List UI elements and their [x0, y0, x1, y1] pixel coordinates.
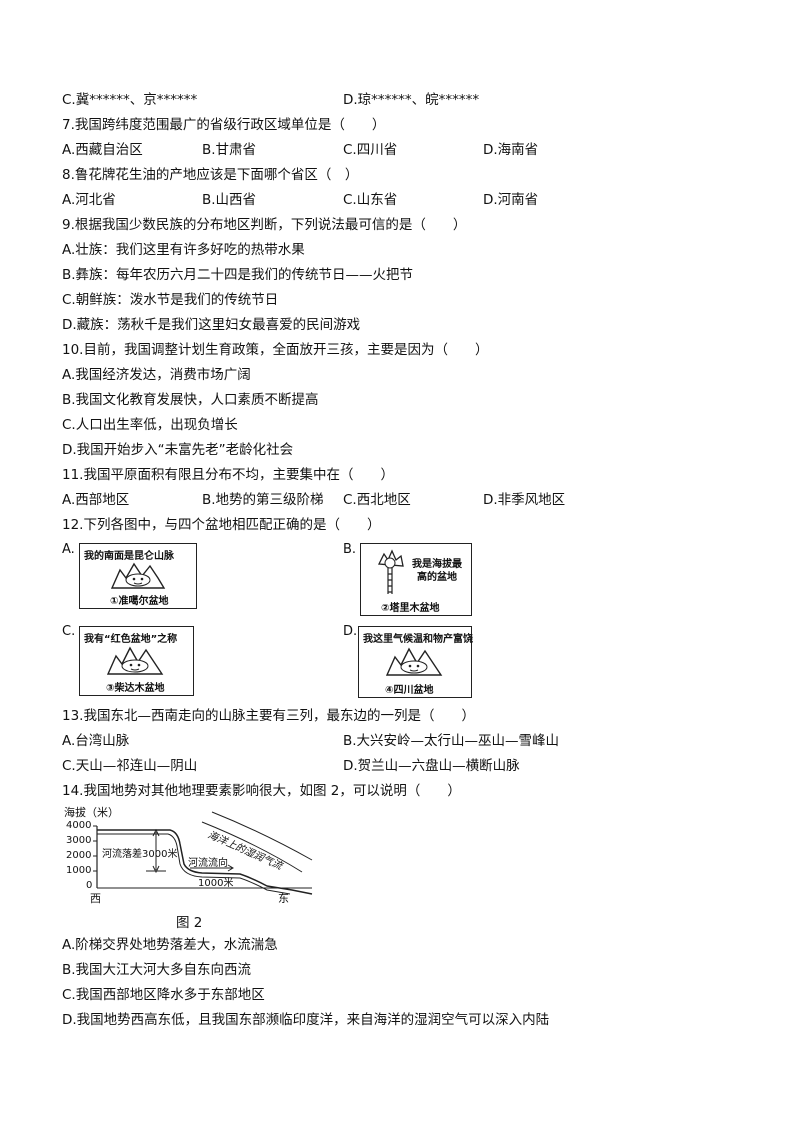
- ytick-2000: 2000: [66, 850, 92, 861]
- q12-pic-a: 我的南面是昆仑山脉 ①准噶尔盆地: [79, 543, 197, 609]
- q11-option-d: D.非季风地区: [483, 492, 566, 508]
- q13-option-b: B.大兴安岭—太行山—巫山—雪峰山: [343, 733, 560, 749]
- q14-stem: 14.我国地势对其他地理要素影响很大，如图 2，可以说明（ ）: [62, 783, 461, 799]
- terrain-profile-svg: [93, 811, 313, 895]
- q6-option-c: C.冀******、京******: [62, 92, 198, 108]
- ytick-0: 0: [86, 880, 93, 891]
- q13-option-c: C.天山—祁连山—阴山: [62, 758, 198, 774]
- q12-pic-a-letter: A.: [62, 542, 75, 557]
- q14-option-b: B.我国大江大河大多自东向西流: [62, 962, 252, 978]
- q9-option-a: A.壮族：我们这里有许多好吃的热带水果: [62, 242, 305, 258]
- ytick-1000: 1000: [66, 865, 92, 876]
- q14-option-a: A.阶梯交界处地势落差大，水流湍急: [62, 937, 278, 953]
- q7-option-d: D.海南省: [483, 142, 539, 158]
- q10-option-a: A.我国经济发达，消费市场广阔: [62, 367, 251, 383]
- q9-option-c: C.朝鲜族：泼水节是我们的传统节日: [62, 292, 279, 308]
- q12-stem: 12.下列各图中，与四个盆地相匹配正确的是（ ）: [62, 517, 381, 533]
- q10-option-b: B.我国文化教育发展快，人口素质不断提高: [62, 392, 319, 408]
- basin-illustration-icon: [385, 647, 443, 676]
- q11-option-b: B.地势的第三级阶梯: [202, 492, 324, 508]
- east-label: 东: [278, 892, 289, 905]
- basin-illustration-icon: [110, 562, 166, 589]
- q12-pic-c-basin-name: ③柴达木盆地: [106, 683, 165, 694]
- q14-option-d: D.我国地势西高东低，且我国东部濒临印度洋，来自海洋的湿润空气可以深入内陆: [62, 1012, 550, 1028]
- q12-pic-d-basin-name: ④四川盆地: [385, 685, 434, 696]
- q11-option-c: C.西北地区: [343, 492, 411, 508]
- q8-option-c: C.山东省: [343, 192, 398, 208]
- q8-option-d: D.河南省: [483, 192, 539, 208]
- tree-basin-icon: [377, 549, 404, 594]
- q12-pic-d-caption-top: 我这里气候温和物产富饶: [363, 634, 473, 645]
- q7-option-c: C.四川省: [343, 142, 398, 158]
- west-label: 西: [90, 892, 101, 905]
- ytick-4000: 4000: [66, 820, 92, 831]
- q13-option-d: D.贺兰山—六盘山—横断山脉: [343, 758, 520, 774]
- q6-option-d: D.琼******、皖******: [343, 92, 480, 108]
- q12-pic-b-letter: B.: [343, 542, 357, 557]
- q8-option-b: B.山西省: [202, 192, 257, 208]
- q12-pic-c: 我有“红色盆地”之称 ③柴达木盆地: [79, 626, 194, 696]
- q11-option-a: A.西部地区: [62, 492, 130, 508]
- q13-stem: 13.我国东北—西南走向的山脉主要有三列，最东边的一列是（ ）: [62, 708, 475, 724]
- q10-option-c: C.人口出生率低，出现负增长: [62, 417, 238, 433]
- q10-option-d: D.我国开始步入“未富先老”老龄化社会: [62, 442, 294, 458]
- q8-option-a: A.河北省: [62, 192, 116, 208]
- q13-option-a: A.台湾山脉: [62, 733, 130, 749]
- q7-option-b: B.甘肃省: [202, 142, 257, 158]
- q10-stem: 10.目前，我国调整计划生育政策，全面放开三孩，主要是因为（ ）: [62, 342, 489, 358]
- q11-stem: 11.我国平原面积有限且分布不均，主要集中在（ ）: [62, 467, 394, 483]
- river-drop-label: 河流落差3000米: [102, 849, 178, 860]
- elevation-1000-label: 1000米: [198, 878, 234, 889]
- q8-stem: 8.鲁花牌花生油的产地应该是下面哪个省区（ ）: [62, 167, 359, 183]
- q12-pic-a-caption-top: 我的南面是昆仑山脉: [84, 551, 174, 562]
- q12-pic-c-caption-top: 我有“红色盆地”之称: [84, 634, 178, 645]
- flow-direction-label: 河流流向: [188, 858, 228, 869]
- q12-pic-b-side-text: 我是海拔最高的盆地: [412, 559, 462, 583]
- q7-option-a: A.西藏自治区: [62, 142, 143, 158]
- ytick-3000: 3000: [66, 835, 92, 846]
- basin-illustration-icon: [106, 646, 164, 675]
- q12-pic-c-letter: C.: [62, 624, 76, 639]
- q12-pic-b: 我是海拔最高的盆地 ②塔里木盆地: [360, 543, 472, 616]
- q12-pic-a-basin-name: ①准噶尔盆地: [110, 596, 169, 607]
- terrain-profile-figure: 海拔（米） 4000 3000 2000 1000 0 河流落差3000米 河流…: [62, 802, 322, 905]
- q7-stem: 7.我国跨纬度范围最广的省级行政区域单位是（ ）: [62, 117, 386, 133]
- q14-option-c: C.我国西部地区降水多于东部地区: [62, 987, 265, 1003]
- q9-stem: 9.根据我国少数民族的分布地区判断，下列说法最可信的是（ ）: [62, 217, 467, 233]
- q12-pic-d-letter: D.: [343, 624, 358, 639]
- q9-option-d: D.藏族：荡秋千是我们这里妇女最喜爱的民间游戏: [62, 317, 361, 333]
- q12-pic-b-basin-name: ②塔里木盆地: [381, 603, 440, 614]
- q9-option-b: B.彝族：每年农历六月二十四是我们的传统节日——火把节: [62, 267, 414, 283]
- figure-ylabel: 海拔（米）: [64, 806, 119, 819]
- q12-pic-d: 我这里气候温和物产富饶 ④四川盆地: [358, 626, 473, 698]
- figure-caption: 图 2: [176, 915, 203, 931]
